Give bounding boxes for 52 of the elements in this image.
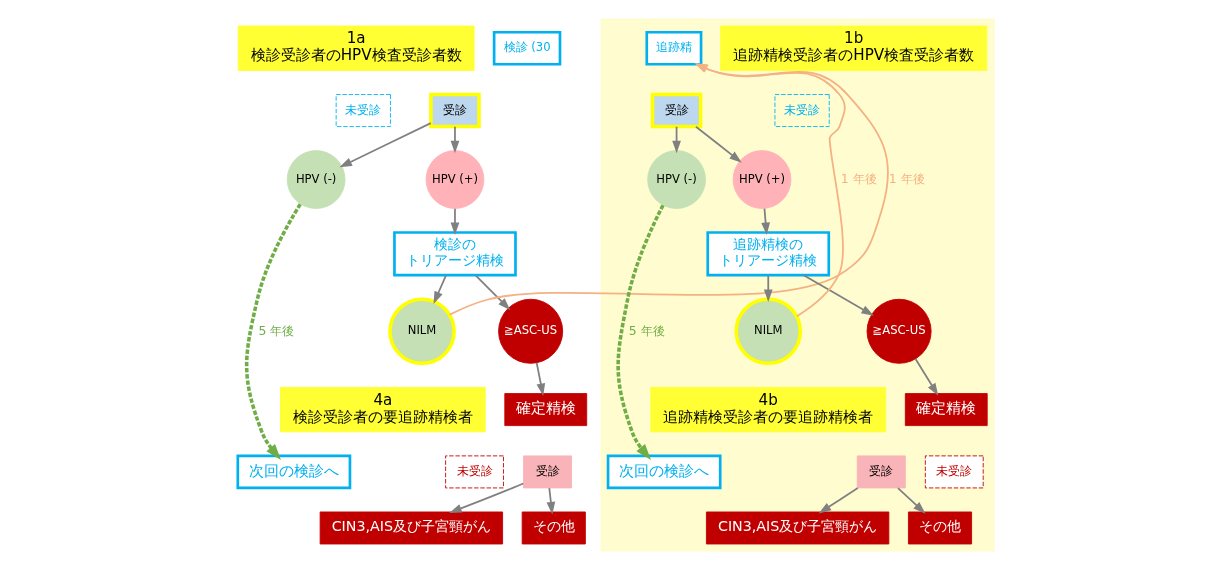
arrow bbox=[339, 122, 432, 168]
arrow bbox=[450, 207, 460, 235]
node-box: 未受診 bbox=[774, 94, 830, 128]
node-box: 次回の検診へ bbox=[606, 454, 722, 490]
node-box: 受診 bbox=[650, 92, 703, 129]
edge-label: 1 年後 bbox=[888, 170, 925, 186]
edge-label: 5 年後 bbox=[258, 322, 295, 338]
node-box: その他 bbox=[521, 511, 586, 545]
arrow bbox=[897, 487, 926, 514]
edge-label: 5 年後 bbox=[628, 322, 665, 338]
arrow bbox=[474, 274, 511, 311]
node-box: 1a 検診受診者のHPV検査受診者数 bbox=[237, 25, 475, 71]
arrow bbox=[818, 487, 859, 514]
node-box: 受診 bbox=[523, 455, 572, 489]
node-box: 未受診 bbox=[335, 94, 391, 128]
arrow bbox=[802, 274, 874, 316]
node-box: 未受診 bbox=[445, 455, 504, 489]
node-circle: HPV (+) bbox=[732, 150, 792, 209]
node-box: その他 bbox=[908, 511, 973, 545]
node-box: 4a 検診受診者の要追跡精検者 bbox=[280, 386, 486, 433]
edge-label: 1 年後 bbox=[840, 170, 877, 186]
node-box: 受診 bbox=[856, 455, 906, 489]
arrow bbox=[695, 125, 742, 163]
node-box: 次回の検診へ bbox=[236, 454, 352, 490]
node-box: 検診の トリアージ精検 bbox=[393, 231, 517, 277]
arrow bbox=[433, 274, 447, 304]
node-box: 確定精検 bbox=[904, 393, 988, 427]
node-circle: ≧ASC-US bbox=[866, 298, 932, 364]
node-box: 追跡精検の トリアージ精検 bbox=[706, 231, 831, 277]
node-box: 受診 bbox=[429, 92, 481, 129]
arrow bbox=[244, 203, 302, 460]
arrow bbox=[449, 482, 525, 513]
node-circle: NILM bbox=[388, 297, 456, 366]
node-box: 検診 (30 bbox=[492, 30, 562, 66]
node-box: 1b 追跡精検受診者のHPV検査受診者数 bbox=[720, 25, 988, 71]
node-circle: NILM bbox=[734, 297, 803, 366]
arrow bbox=[914, 358, 939, 396]
arrow bbox=[450, 125, 460, 154]
arrow bbox=[763, 274, 773, 302]
node-box: CIN3,AIS及び子宮頸がん bbox=[319, 511, 504, 545]
arrow bbox=[546, 487, 556, 515]
node-box: CIN3,AIS及び子宮頸がん bbox=[705, 511, 890, 545]
node-box: 未受診 bbox=[924, 455, 984, 489]
node-box: 追跡精 bbox=[645, 30, 703, 66]
node-box: 4b 追跡精検受診者の要追跡精検者 bbox=[650, 386, 887, 433]
node-box: 確定精検 bbox=[504, 393, 588, 427]
cluster bbox=[600, 18, 995, 552]
node-circle: HPV (+) bbox=[425, 150, 485, 209]
arrow bbox=[535, 361, 546, 396]
node-circle: HPV (-) bbox=[647, 150, 706, 209]
arrow bbox=[616, 204, 665, 460]
node-circle: HPV (-) bbox=[286, 150, 346, 209]
